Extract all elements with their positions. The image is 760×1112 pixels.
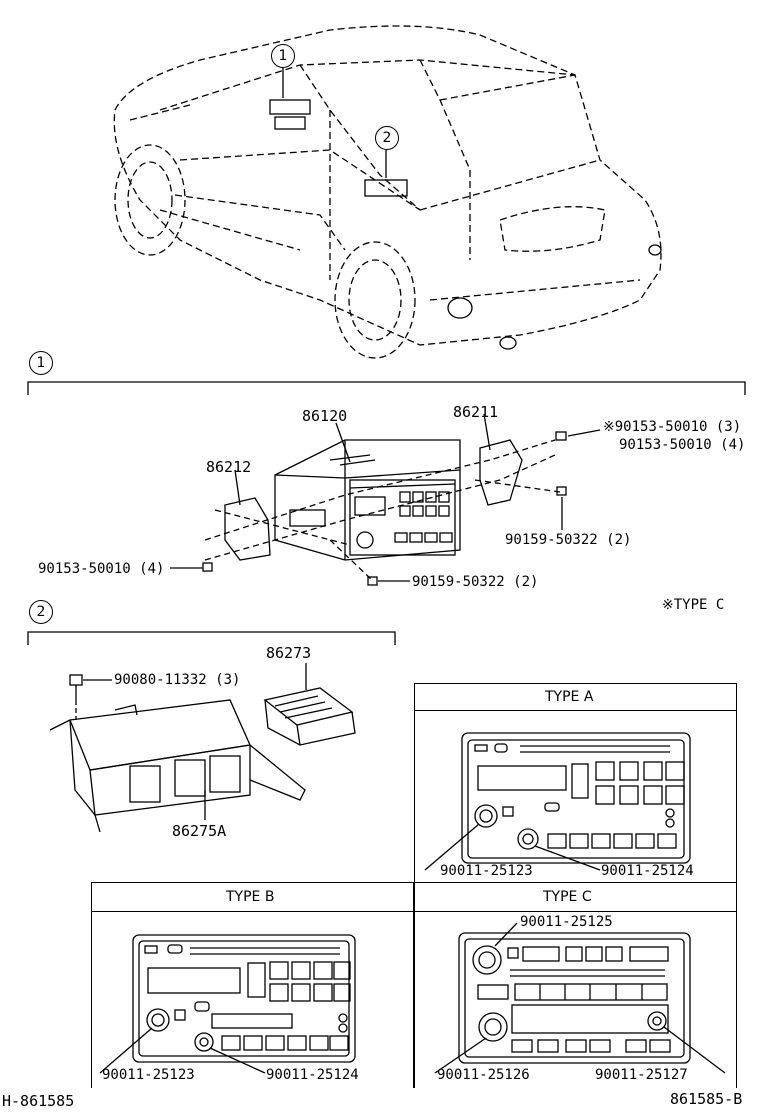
type-c-note: ※TYPE C — [662, 597, 725, 613]
type-b-box — [91, 882, 414, 1088]
radio-unit — [274, 439, 461, 561]
amplifier — [263, 663, 356, 746]
leader-lines-section1 — [170, 413, 601, 582]
type-b-faceplate — [99, 934, 356, 1074]
type-a-knob-right: 90011-25124 — [601, 863, 694, 879]
part-screw-right: 90153-50010 (4) — [619, 437, 746, 453]
car-callout-1: 1 — [271, 44, 295, 68]
part-screw-bottom: 90159-50322 (2) — [412, 574, 539, 590]
bracket-86211 — [479, 439, 523, 506]
car-detail-solid — [269, 68, 662, 350]
bracket-86212 — [224, 497, 326, 561]
type-a-faceplate — [424, 732, 691, 871]
part-screw-left: 90153-50010 (4) — [38, 561, 165, 577]
type-c-knob-left: 90011-25126 — [437, 1067, 530, 1083]
screws-section1 — [202, 431, 567, 586]
section2-line — [27, 631, 396, 645]
section1-line — [27, 381, 746, 395]
car-illustration — [113, 25, 662, 346]
type-b-knob-left: 90011-25123 — [102, 1067, 195, 1083]
type-c-box — [414, 882, 737, 1088]
part-screw-type-c: ※90153-50010 (3) — [603, 419, 742, 435]
car-callout-2: 2 — [375, 126, 399, 150]
type-a-box — [414, 683, 737, 883]
part-86211: 86211 — [453, 403, 499, 421]
part-screw-right-lower: 90159-50322 (2) — [505, 532, 632, 548]
cd-changer — [49, 699, 306, 833]
type-a-title: TYPE A — [545, 689, 594, 705]
type-b-knob-right: 90011-25124 — [266, 1067, 359, 1083]
type-b-title: TYPE B — [226, 889, 275, 905]
type-c-title: TYPE C — [543, 889, 592, 905]
assembly-guides — [204, 439, 561, 581]
section2-marker: 2 — [29, 600, 53, 624]
type-c-knob-right: 90011-25127 — [595, 1067, 688, 1083]
type-a-header — [414, 683, 737, 711]
section1-marker: 1 — [29, 351, 53, 375]
part-86275A: 86275A — [172, 822, 227, 840]
part-86212: 86212 — [206, 458, 252, 476]
part-changer-screw: 90080-11332 (3) — [114, 672, 241, 688]
changer-screw — [69, 674, 112, 720]
part-86273: 86273 — [266, 644, 312, 662]
type-a-knob-left: 90011-25123 — [440, 863, 533, 879]
type-c-faceplate — [434, 922, 726, 1074]
part-86120: 86120 — [302, 407, 348, 425]
car-wheels — [114, 144, 416, 359]
type-c-knob-top: 90011-25125 — [520, 914, 613, 930]
footer-right-code: 861585-B — [670, 1090, 743, 1108]
footer-left-code: H-861585 — [2, 1092, 75, 1110]
